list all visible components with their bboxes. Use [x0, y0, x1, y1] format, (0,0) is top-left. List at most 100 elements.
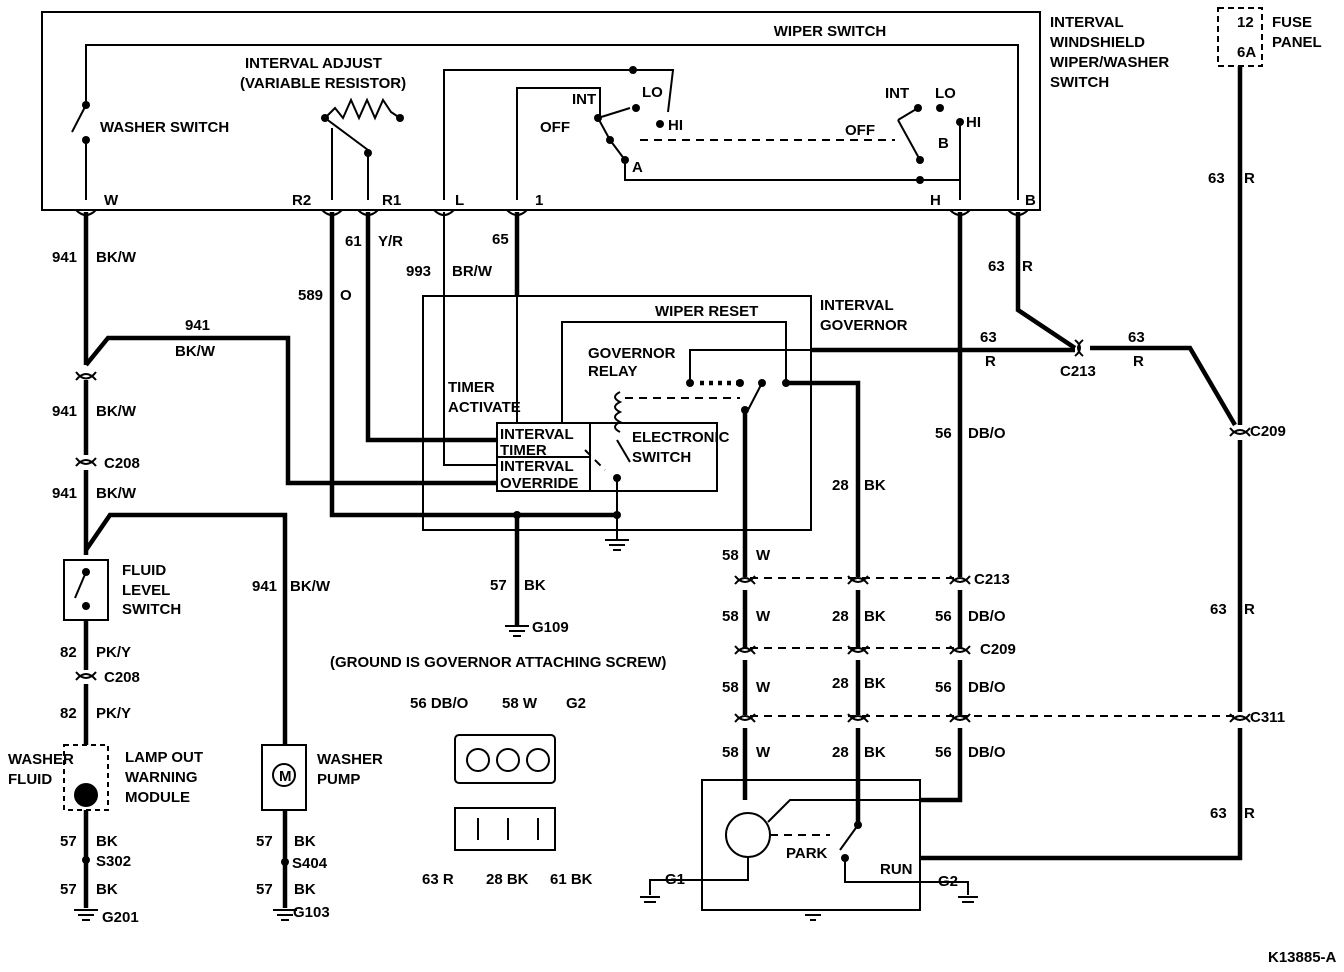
wire-r-label: R — [1022, 258, 1033, 275]
wire-63-label: 63 — [1210, 601, 1227, 618]
interval-adjust-label-1: INTERVAL ADJUST — [245, 55, 382, 72]
park-label: PARK — [786, 845, 828, 862]
wire-bkw-label: BK/W — [96, 249, 137, 266]
wire-bk-label: BK — [524, 577, 546, 594]
fluid-level-label-3: SWITCH — [122, 601, 181, 618]
left-int-label: INT — [572, 91, 596, 108]
ground-g1: G1 — [665, 871, 685, 888]
left-hi-label: HI — [668, 117, 683, 134]
connector-c213: C213 — [1060, 363, 1096, 380]
wire-941-label: 941 — [185, 317, 210, 334]
interval-adjust-label-2: (VARIABLE RESISTOR) — [240, 75, 406, 92]
lamp-out-label-2: WARNING — [125, 769, 198, 786]
ground-g2: G2 — [938, 873, 958, 890]
wire-o-label: O — [340, 287, 352, 304]
wire-57-label: 57 — [490, 577, 507, 594]
connector-c213: C213 — [974, 571, 1010, 588]
wire-61-label: 61 — [345, 233, 362, 250]
wire-bk-label: BK — [864, 744, 886, 761]
wiper-switch-box — [41, 11, 1041, 211]
fluid-level-label-1: FLUID — [122, 562, 166, 579]
electronic-switch-label-2: SWITCH — [632, 449, 691, 466]
fuse-panel-label-1: FUSE — [1272, 14, 1312, 31]
connector-c311: C311 — [1250, 709, 1285, 726]
wire-yr-label: Y/R — [378, 233, 403, 250]
wire-w-label: W — [756, 744, 771, 761]
wire-w-label: W — [756, 679, 771, 696]
washer-switch-label: WASHER SWITCH — [100, 119, 229, 136]
wire-63-label: 63 — [1128, 329, 1145, 346]
terminal-1: 1 — [535, 192, 543, 209]
wire-941-label: 941 — [252, 578, 277, 595]
timer-activate-label-2: ACTIVATE — [448, 399, 521, 416]
wire-bk-label: BK — [96, 881, 118, 898]
interval-switch-label-1: INTERVAL — [1050, 14, 1124, 31]
connector-view-top — [454, 734, 556, 784]
governor-relay-label-1: GOVERNOR — [588, 345, 676, 362]
wire-28-label: 28 — [832, 675, 849, 692]
wiper-reset-label: WIPER RESET — [655, 303, 758, 320]
wire-r-label: R — [1133, 353, 1144, 370]
connector-pin-g2: G2 — [566, 695, 586, 712]
wire-pky-label: PK/Y — [96, 705, 131, 722]
interval-governor-label-2: GOVERNOR — [820, 317, 908, 334]
wire-57-label: 57 — [256, 833, 273, 850]
wire-bk-label: BK — [294, 833, 316, 850]
wire-dbo-label: DB/O — [968, 744, 1006, 761]
connector-pin-61: 61 BK — [550, 871, 593, 888]
wire-58-label: 58 — [722, 744, 739, 761]
connector-c208: C208 — [104, 455, 140, 472]
wire-82-label: 82 — [60, 644, 77, 661]
interval-governor-label-1: INTERVAL — [820, 297, 894, 314]
wire-63-label: 63 — [1208, 170, 1225, 187]
wire-56-label: 56 — [935, 425, 952, 442]
washer-pump-label-1: WASHER — [317, 751, 383, 768]
interval-timer-label-2: TIMER — [500, 442, 547, 459]
interval-override-label-1: INTERVAL — [500, 458, 574, 475]
washer-fluid-label-1: WASHER — [8, 751, 74, 768]
wire-941-label: 941 — [52, 403, 77, 420]
wire-57-label: 57 — [256, 881, 273, 898]
wire-r-label: R — [1244, 170, 1255, 187]
ground-g109: G109 — [532, 619, 569, 636]
right-off-label: OFF — [845, 122, 875, 139]
wire-dbo-label: DB/O — [968, 679, 1006, 696]
wire-r-label: R — [985, 353, 996, 370]
connector-c209: C209 — [980, 641, 1016, 658]
lamp-out-label-1: LAMP OUT — [125, 749, 203, 766]
wire-dbo-label: DB/O — [968, 608, 1006, 625]
wire-w-label: W — [756, 547, 771, 564]
wire-941-label: 941 — [52, 249, 77, 266]
wire-r-label: R — [1244, 805, 1255, 822]
run-label: RUN — [880, 861, 913, 878]
terminal-r2: R2 — [292, 192, 311, 209]
wire-941-label: 941 — [52, 485, 77, 502]
wire-28-label: 28 — [832, 744, 849, 761]
connector-pin-58: 58 W — [502, 695, 538, 712]
splice-s302: S302 — [96, 853, 131, 870]
wire-589-label: 589 — [298, 287, 323, 304]
wire-63-label: 63 — [980, 329, 997, 346]
wire-28-label: 28 — [832, 608, 849, 625]
wire-56-label: 56 — [935, 608, 952, 625]
wire-65-label: 65 — [492, 231, 509, 248]
wire-bk-label: BK — [864, 675, 886, 692]
wire-bkw-label: BK/W — [96, 485, 137, 502]
governor-relay-label-2: RELAY — [588, 363, 637, 380]
electronic-switch-label-1: ELECTRONIC — [632, 429, 730, 446]
wire-58-label: 58 — [722, 679, 739, 696]
wire-56-label: 56 — [935, 679, 952, 696]
fuse-amperage: 6A — [1237, 44, 1256, 61]
connector-pin-28: 28 BK — [486, 871, 529, 888]
interval-switch-label-4: SWITCH — [1050, 74, 1109, 91]
ground-note: (GROUND IS GOVERNOR ATTACHING SCREW) — [330, 654, 666, 671]
ground-g201: G201 — [102, 909, 139, 926]
fuse-number: 12 — [1237, 14, 1254, 31]
timer-activate-label-1: TIMER — [448, 379, 495, 396]
interval-switch-label-2: WINDSHIELD — [1050, 34, 1145, 51]
right-lo-label: LO — [935, 85, 956, 102]
terminal-r1: R1 — [382, 192, 401, 209]
terminal-h: H — [930, 192, 941, 209]
wire-63-label: 63 — [1210, 805, 1227, 822]
